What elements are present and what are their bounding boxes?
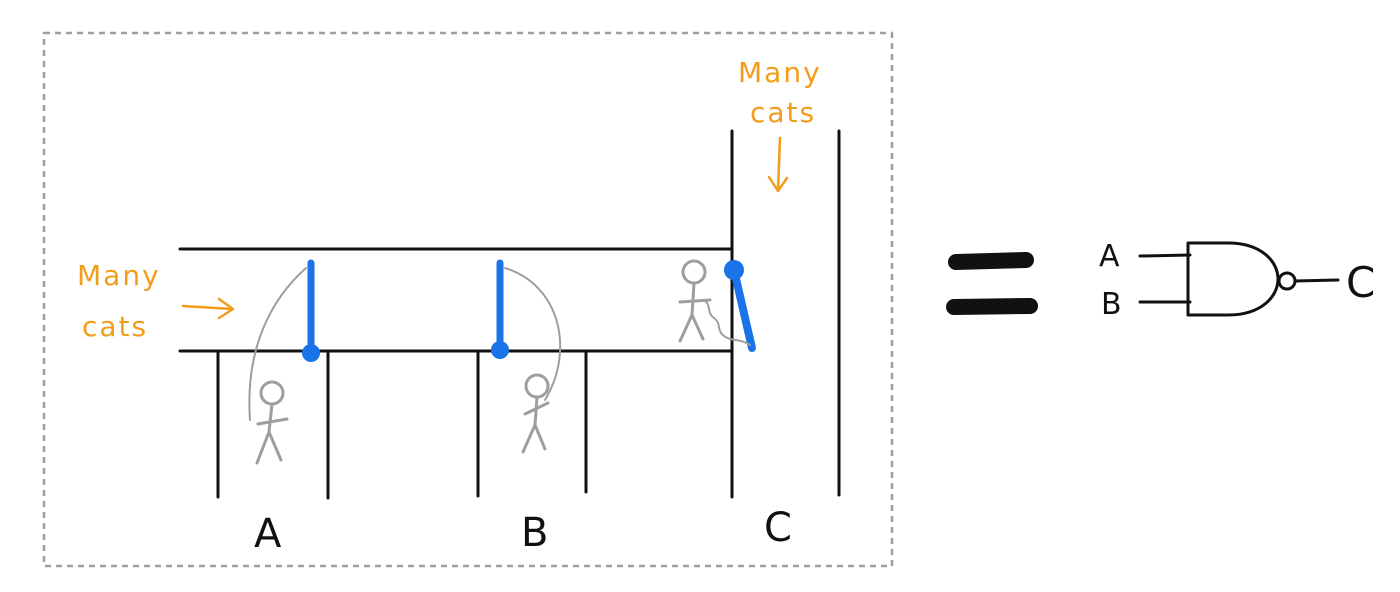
door-c-hinge [724,260,744,280]
equals-sign [946,252,1038,315]
channel-label-c: C [764,505,792,551]
left-inlet-label-line2: cats [82,310,148,343]
channel-label-b: B [521,510,548,556]
gate-output-wire [1293,278,1340,283]
string-a [248,267,307,421]
nand-gate-icon [1138,241,1340,317]
gate-input-a-label: A [1099,239,1120,274]
person-a [255,380,289,465]
person-b [521,373,550,454]
arrow-down-icon [767,136,789,193]
arrow-right-icon [181,297,235,320]
door-c [730,266,756,352]
gate-body [1186,241,1280,317]
orange-arrows [181,136,789,320]
person-c [678,259,712,343]
gate-input-a-wire [1138,253,1192,258]
channel-label-a: A [254,511,282,557]
string-b [504,267,562,401]
door-a-hinge [302,344,320,362]
string-c [703,299,751,346]
dashed-frame [42,31,894,568]
gate-input-b-label: B [1101,287,1122,322]
left-inlet-label-line1: Many [77,259,161,292]
top-inlet-label-line2: cats [750,96,816,129]
gate-inversion-bubble [1277,271,1297,291]
top-inlet-label-line1: Many [738,56,822,89]
doors [302,259,756,362]
door-b-hinge [491,341,509,359]
channel-walls [178,129,841,500]
gate-output-label: C [1346,258,1375,307]
pull-strings [248,267,751,421]
